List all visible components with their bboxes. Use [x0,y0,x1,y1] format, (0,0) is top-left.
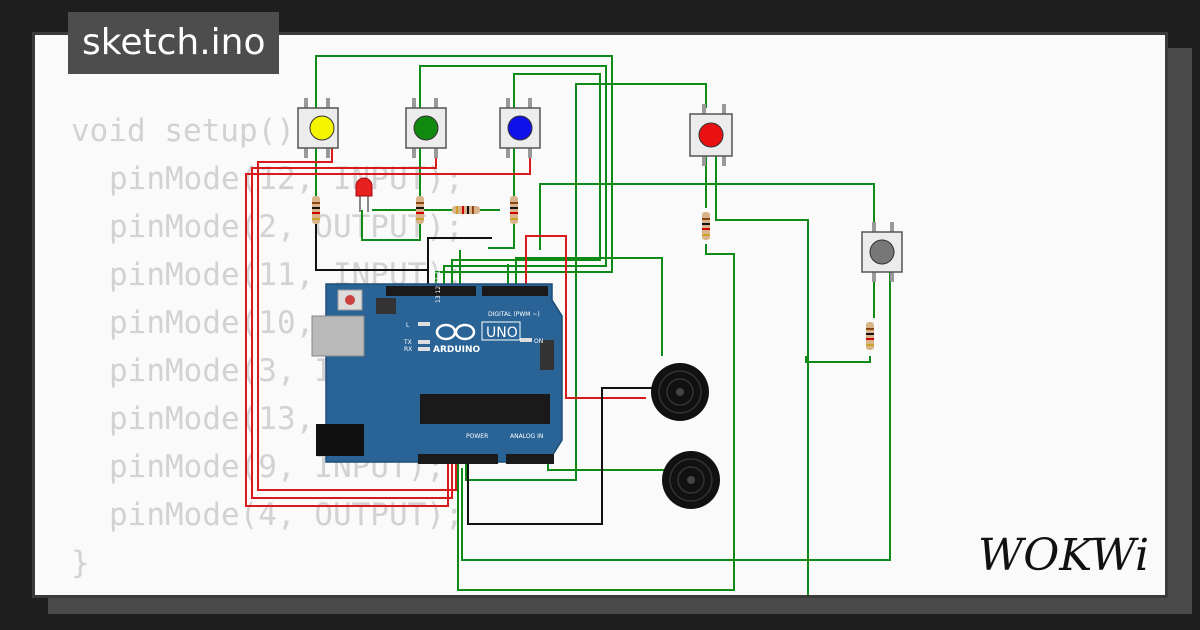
pushbutton-blue[interactable] [499,98,541,158]
code-line: pinMode(4, OUTPUT); [109,497,464,533]
power-header [418,454,498,464]
resistor[interactable] [702,212,710,240]
led-label-l: L [406,322,410,329]
code-line: pinMode(2, OUTPUT); [109,209,464,245]
wokwi-logo: WOKWi [978,530,1149,580]
arduino-brand-label: ARDUINO [433,345,481,355]
power-jack [316,424,364,456]
pushbutton-green[interactable] [405,98,447,158]
led-label-rx: RX [404,346,412,353]
led-red[interactable] [355,177,373,212]
led-label-tx: TX [403,339,412,346]
wires [245,55,891,595]
arduino-logo [435,323,476,341]
arduino-uno-board[interactable]: 13 12 11 10 9 8 DIGITAL (PWM ~) ARDUINO … [311,255,563,464]
resistor[interactable] [312,196,320,224]
file-tab[interactable]: sketch.ino [68,12,280,74]
microcontroller-chip [420,394,550,424]
resistor[interactable] [416,196,424,224]
black-wires [315,222,654,525]
resistor[interactable] [866,322,874,350]
digital-header-label: DIGITAL (PWM ~) [488,311,540,318]
code-line: pinMode(11, INPUT); [109,257,464,293]
buzzer-2[interactable] [662,451,720,509]
on-label: ON [534,338,543,345]
usb-port [311,315,365,357]
board-label-digital: 13 12 11 10 9 8 [435,255,442,303]
digital-header-right [482,286,548,296]
analog-header [506,454,554,464]
pushbutton-gray[interactable] [861,222,903,282]
icsp-header [376,298,396,314]
resistor[interactable] [510,196,518,224]
code-line: } [71,545,90,581]
green-wires [315,55,891,595]
wokwi-logo-text: WOKWi [978,530,1149,580]
digital-header-left [386,286,476,296]
power-label: POWER [466,433,488,440]
resistors [312,196,874,350]
red-wires [245,148,646,507]
pushbutton-red[interactable] [689,104,733,166]
pushbutton-yellow[interactable] [297,98,339,158]
analog-label: ANALOG IN [510,433,543,440]
resistor[interactable] [452,206,480,214]
icsp-header-2 [540,340,554,370]
uno-model-label: UNO [486,325,518,341]
buzzer-1[interactable] [651,363,709,421]
